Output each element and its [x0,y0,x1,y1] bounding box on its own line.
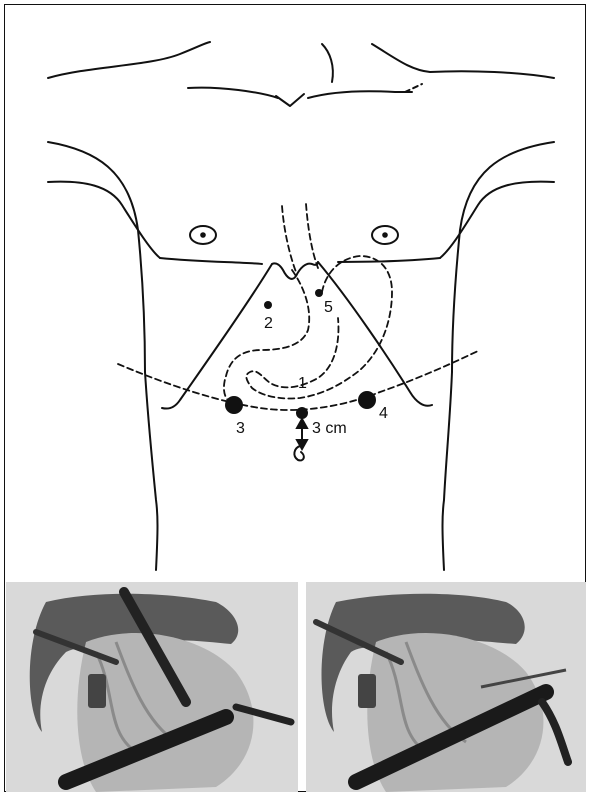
left-pectoral [160,258,262,264]
port-placement-diagram: 1 2 3 4 5 3 cm [0,0,592,580]
clip-band [88,674,106,708]
left-shoulder [48,142,145,372]
right-shoulder [452,142,554,372]
surgical-photo-right [306,582,586,792]
port-label-4: 4 [379,405,388,422]
left-axilla [48,182,160,258]
stomach-lesser-curve [224,270,309,402]
left-flank [145,372,158,570]
surgical-illustration-left [6,582,298,792]
distance-arrowhead-up [297,419,307,428]
port-label-3: 3 [236,420,245,437]
surgical-illustration-right [306,582,586,792]
right-flank [443,372,453,570]
port-3-marker [225,396,243,414]
esophagus-right [306,204,318,268]
left-clavicle [48,42,210,78]
surgical-photo-left [6,582,298,792]
port-label-2: 2 [264,315,273,332]
right-clavicle-arc [372,44,554,78]
right-clavicle-upper [322,44,333,82]
right-axilla [440,182,554,258]
left-clavicle-lower [188,88,278,98]
right-nipple [382,232,388,238]
right-clavicle-dashed [405,84,422,92]
clip-band [358,674,376,708]
distance-label: 3 cm [312,420,347,437]
port-5-marker [315,289,323,297]
right-costal-margin [318,262,432,406]
esophagus-left [282,206,296,272]
left-nipple [200,232,206,238]
right-clavicle-lower [308,91,412,98]
port-label-1: 1 [298,375,307,392]
sternal-notch [276,94,304,106]
right-pectoral [338,258,440,262]
port-label-5: 5 [324,299,333,316]
port-2-marker [264,301,272,309]
port-4-marker [358,391,376,409]
